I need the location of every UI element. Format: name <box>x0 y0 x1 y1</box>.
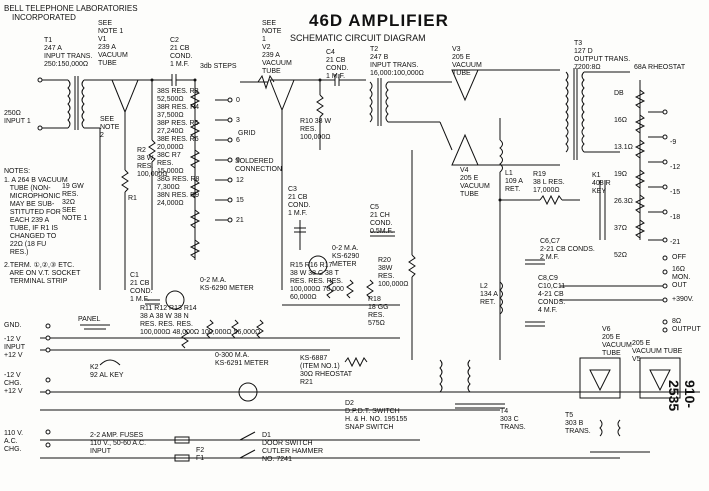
label-rheostat-taps: DB 16Ω 13.1Ω 19Ω 26.3Ω 37Ω 52Ω <box>614 90 633 259</box>
resistor-r2-symbol <box>148 139 156 163</box>
label-gnd: GND. <box>4 322 22 329</box>
transformer-t4 <box>439 359 505 409</box>
label-input-1: 250Ω INPUT 1 <box>4 110 31 125</box>
label-l2: L2 134 A RET. <box>480 283 498 306</box>
company-suffix: INCORPORATED <box>12 13 76 22</box>
label-output: 8Ω OUTPUT <box>672 318 701 333</box>
label-v2: SEE NOTE 1 V2 239 A VACUUM TUBE <box>262 20 292 75</box>
label-d2: D2 D.P.D.T. SWITCH H. & H. NO. 195155 SN… <box>345 400 408 431</box>
label-k1: K1 408 R KEY <box>592 172 611 195</box>
label-r15-r17: R15 R16 R17 38 W 38 C 38 T RES. RES. RES… <box>290 262 344 301</box>
note-1: 1. A 264 B VACUUM TUBE (NON- MICROPHONIC… <box>4 177 68 256</box>
label-rheostat: 68A RHEOSTAT <box>634 64 686 71</box>
rheostat-ladder <box>634 80 668 243</box>
label-r2: R2 38 W RES. 100,000Ω <box>137 147 168 178</box>
label-v3: V3 205 E VACUUM TUBE <box>452 46 482 77</box>
label-dc-input: -12 V INPUT +12 V <box>4 336 25 359</box>
retard-coil-l1 <box>499 139 503 173</box>
transformer-t2 <box>369 78 440 126</box>
label-v5: 205 E VACUUM TUBE V5 <box>632 340 683 363</box>
label-see-note-2: SEE NOTE 2 <box>100 116 120 139</box>
resistor-r19-symbol <box>539 194 563 206</box>
label-c8-c11: C8,C9 C10,C11 4-21 CB CONDS. 4 M.F. <box>538 275 566 314</box>
label-grid: GRID <box>238 130 256 137</box>
label-r21: KS-6887 (ITEM NO.1) 30Ω RHEOSTAT R21 <box>300 355 353 386</box>
label-c5: C5 21 CH COND. 0.5M.F. <box>370 204 393 235</box>
label-r18: R18 18 GG RES. 575Ω <box>368 296 389 327</box>
tube-v1 <box>110 79 165 140</box>
label-3db-steps: 3db STEPS <box>200 63 237 70</box>
label-mon-out: 16Ω MON. OUT <box>672 266 691 289</box>
label-v6: V6 205 E VACUUM TUBE <box>602 326 632 357</box>
drawing-number: 910-2535 <box>666 380 698 412</box>
label-t5: T5 303 B TRANS. <box>565 412 591 435</box>
resistor-r1-symbol <box>121 169 129 193</box>
notes-heading: NOTES: <box>4 168 31 175</box>
transformer-t3 <box>565 68 630 160</box>
label-t3: T3 127 D OUTPUT TRANS. 7200:8Ω <box>574 40 631 71</box>
label-c1: C1 21 CB COND. 1 M.F. <box>130 272 153 303</box>
meter-m1-symbol <box>165 290 185 310</box>
label-ac-charge: 110 V. A.C. CHG. <box>4 430 24 453</box>
resistor-r10-symbol <box>316 94 324 118</box>
company-name: BELL TELEPHONE LABORATORIES <box>4 4 138 13</box>
label-m1: 0-2 M.A. KS-6290 METER <box>200 277 254 292</box>
label-r19: R19 38 L RES. 17,000Ω <box>533 171 565 194</box>
note-2: 2.TERM. ①,②,③ ETC. ARE ON V.T. SOCKET TE… <box>4 262 81 285</box>
transformer-t1 <box>40 76 110 130</box>
label-attenuator-resistors: 38S RES. R3 52,500Ω 38R RES. R4 37,500Ω … <box>157 88 200 207</box>
label-c4: C4 21 CB COND. 1 M.F. <box>326 49 349 80</box>
label-k2: K2 92 AL KEY <box>90 364 124 379</box>
label-l1: L1 109 A RET. <box>505 170 523 193</box>
diagram-title: 46D AMPLIFIER <box>309 11 449 30</box>
label-panel: PANEL <box>78 316 101 323</box>
diagram-subtitle: SCHEMATIC CIRCUIT DIAGRAM <box>290 33 426 43</box>
tube-v4 <box>439 121 479 166</box>
label-c6-c7: C6,C7 2-21 CB CONDS. 2 M.F. <box>540 238 595 261</box>
label-t4: T4 303 C TRANS. <box>500 408 526 431</box>
label-fuses: 2-2 AMP. FUSES 110 V., 50-60 A.C. INPUT <box>90 432 147 455</box>
label-t2: T2 247 B INPUT TRANS. 16,000:100,000Ω <box>370 46 424 77</box>
label-c3: C3 21 CB COND. 1 M.F. <box>288 186 311 217</box>
label-r10: R10 38 W RES. 100,000Ω <box>300 118 332 141</box>
tube-v2 <box>269 79 330 290</box>
tube-v3 <box>440 69 479 102</box>
meter-m3-symbol <box>238 382 258 402</box>
label-plus-390v: +390V. <box>672 296 694 303</box>
label-c2: C2 21 CB COND. 1 M.F. <box>170 37 193 68</box>
label-attenuator-taps: 0 3 6 9 12 15 21 <box>236 97 244 224</box>
label-dc-charge: -12 V CHG. +12 V <box>4 372 23 395</box>
label-v1: SEE NOTE 1 V1 239 A VACUUM TUBE <box>98 20 128 67</box>
output-terminals <box>560 255 668 333</box>
label-off: OFF <box>672 254 686 261</box>
label-v4: V4 205 E VACUUM TUBE <box>460 167 490 198</box>
label-d1: D1 DOOR SWITCH CUTLER HAMMER NO. 7241 <box>262 432 324 463</box>
label-r1: R1 <box>128 195 137 202</box>
meter-m2-symbol <box>308 255 328 275</box>
attenuator-chain <box>189 89 233 259</box>
label-t1: T1 247 A INPUT TRANS. 250:150,000Ω <box>44 37 93 68</box>
label-soldered: SOLDERED CONNECTION <box>235 158 283 173</box>
label-m3: 0-300 M.A. KS-6291 METER <box>215 352 269 367</box>
label-f1-f2: F2 F1 <box>196 447 205 462</box>
label-r1-note: 19 GW RES. 32Ω SEE NOTE 1 <box>62 183 88 222</box>
label-m2: 0-2 M.A. KS-6290 METER <box>332 245 360 268</box>
label-db-values: -9 -12 -15 -18 -21 <box>670 139 681 246</box>
grid-resistor <box>257 74 275 90</box>
label-r20: R20 38W RES. 100,000Ω <box>378 257 409 288</box>
label-r11-r14: R11 R12 R13 R14 38 A 38 W 38 N RES. RES.… <box>140 305 261 336</box>
